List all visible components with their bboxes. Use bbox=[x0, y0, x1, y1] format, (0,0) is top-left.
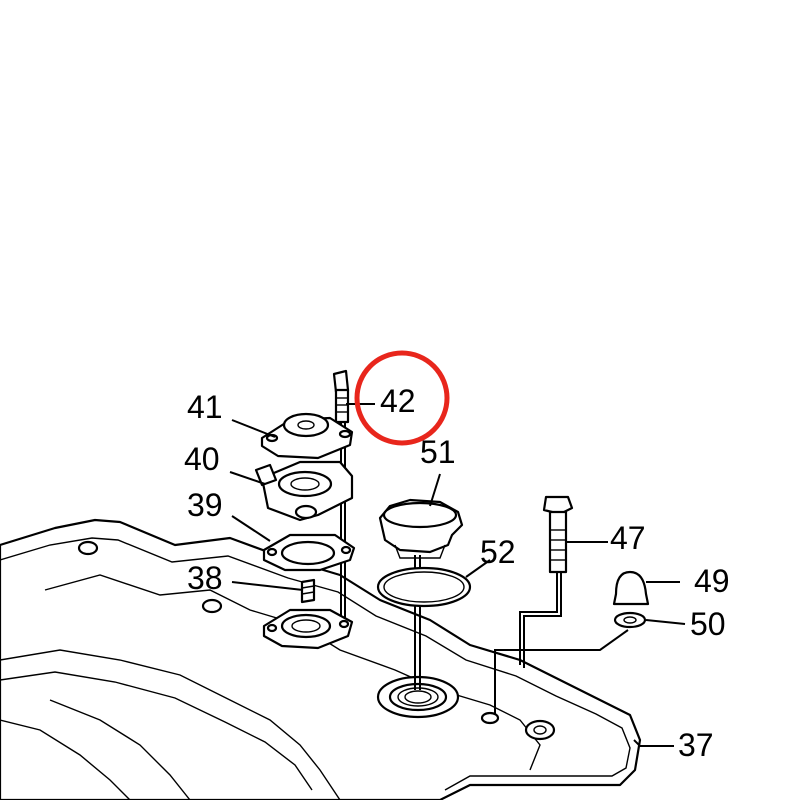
valve-cover bbox=[0, 518, 642, 800]
washer-50 bbox=[613, 611, 647, 629]
gasket-39 bbox=[262, 533, 356, 572]
filler-cap-51 bbox=[378, 498, 464, 559]
callout-52: 52 bbox=[480, 534, 516, 570]
callout-37: 37 bbox=[678, 727, 714, 763]
o-ring-52 bbox=[376, 566, 472, 608]
callout-50: 50 bbox=[690, 606, 726, 642]
callout-39: 39 bbox=[187, 487, 223, 523]
callout-42: 42 bbox=[380, 383, 416, 419]
cover-41 bbox=[260, 412, 354, 460]
highlight-circle bbox=[354, 350, 450, 446]
bolt-42 bbox=[332, 369, 350, 424]
cap-nut-49 bbox=[612, 570, 650, 606]
callout-41: 41 bbox=[187, 389, 223, 425]
leader-lines bbox=[229, 403, 686, 747]
callout-51: 51 bbox=[420, 434, 456, 470]
housing-40 bbox=[254, 460, 354, 522]
callout-47: 47 bbox=[610, 520, 646, 556]
insert-38 bbox=[262, 578, 354, 650]
bolt-47 bbox=[542, 495, 574, 574]
callout-49: 49 bbox=[694, 563, 730, 599]
callout-38: 38 bbox=[187, 560, 223, 596]
callout-40: 40 bbox=[184, 441, 220, 477]
